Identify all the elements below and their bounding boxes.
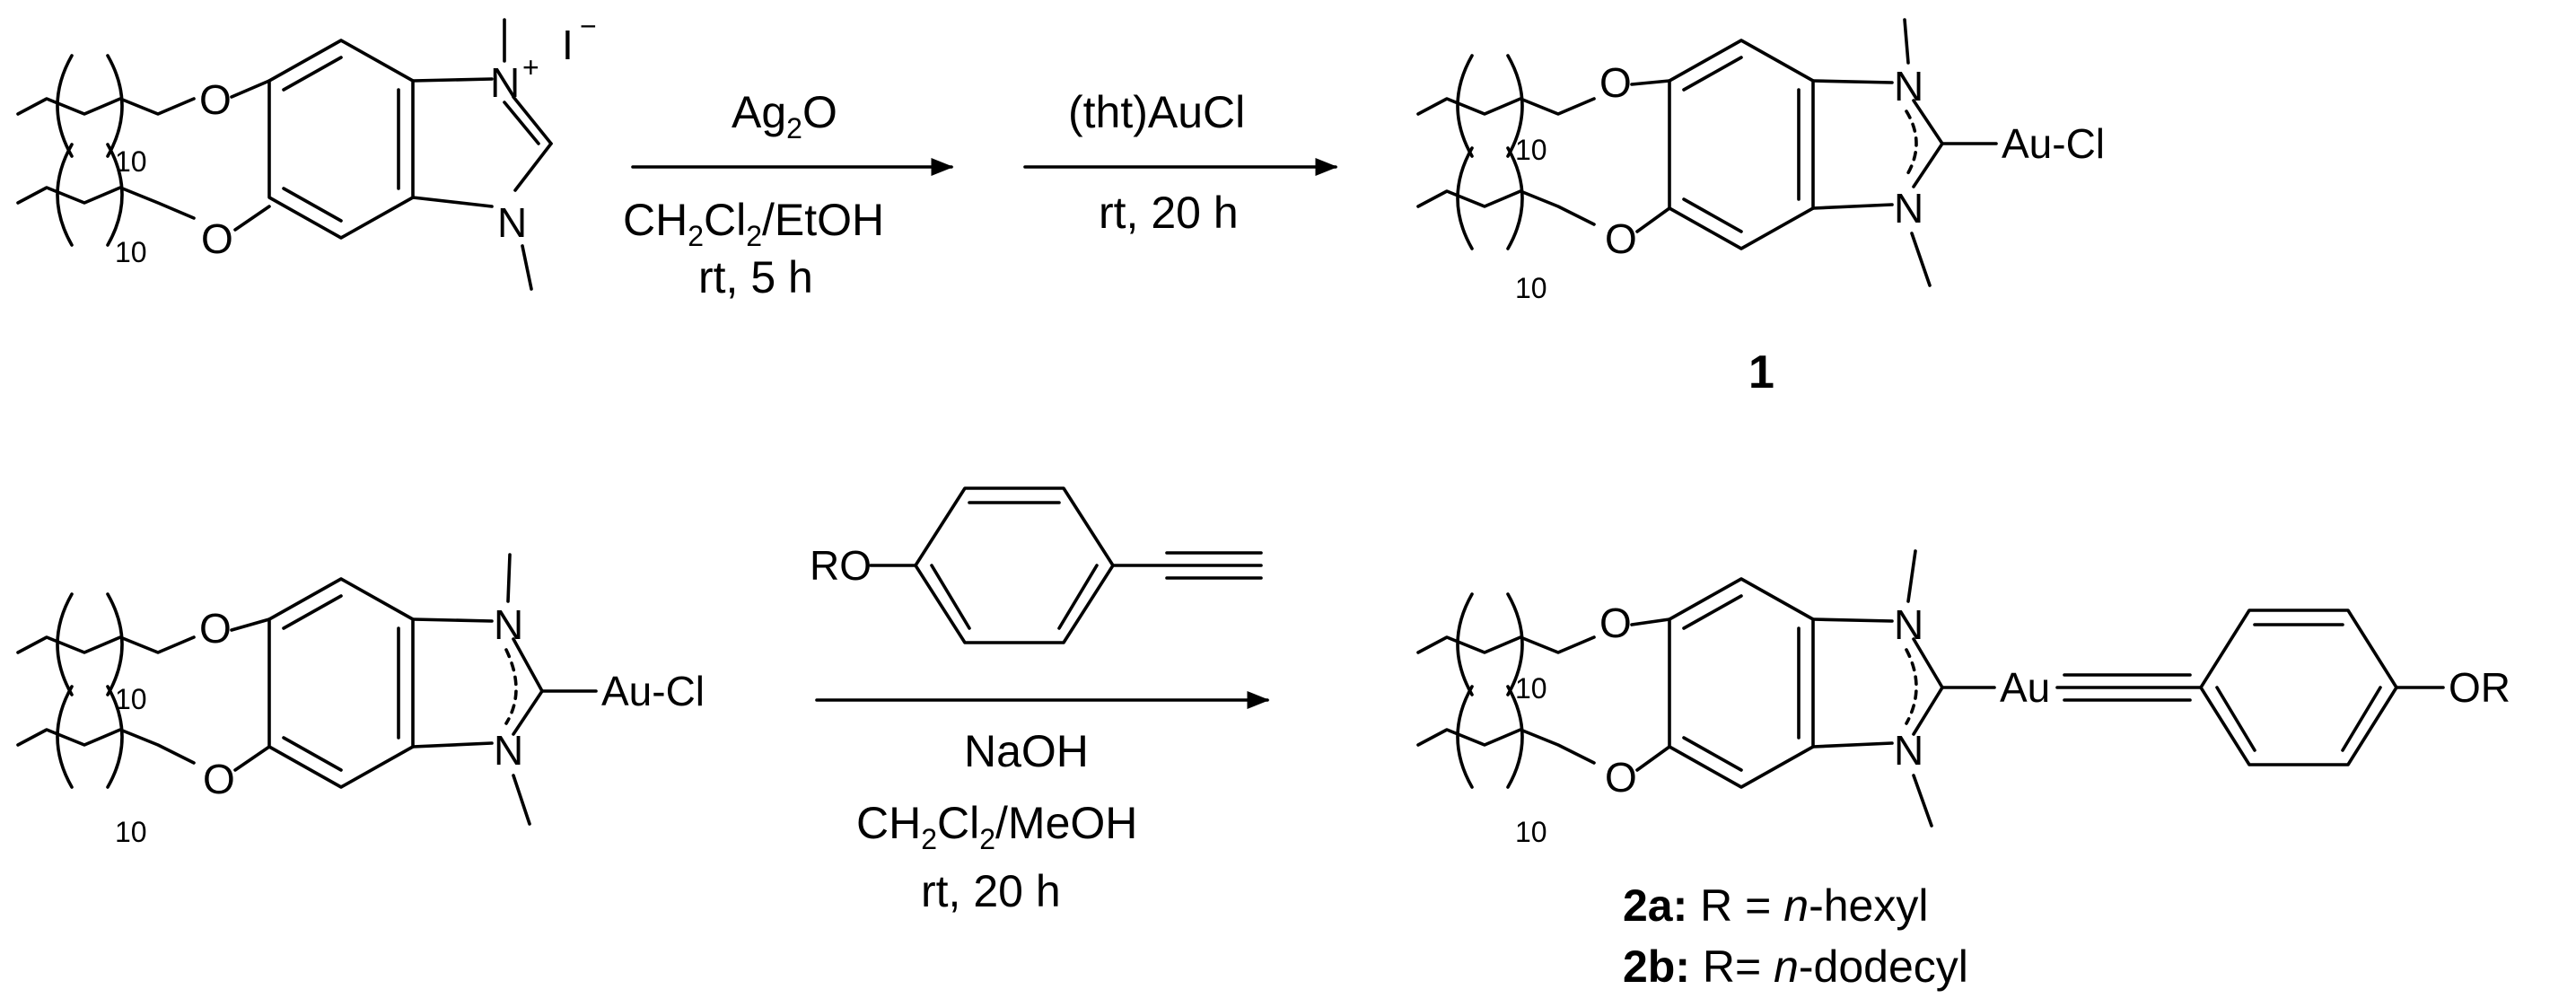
iodide-counterion: I	[562, 22, 574, 68]
gold-chloride-label: Au-Cl	[601, 668, 705, 714]
svg-text:Ag2O: Ag2O	[732, 87, 837, 144]
starting-imidazolium-salt: 10 O 10 O N + N I −	[16, 10, 597, 291]
alkoxy-group-label: RO	[810, 542, 872, 589]
step-2-time: rt, 20 h	[1099, 188, 1239, 238]
nitrogen-atom: N	[490, 59, 520, 106]
nitrogen-atom: N	[1894, 727, 1923, 774]
reaction-2-conditions: NaOH CH2Cl2/MeOH rt, 20 h	[815, 690, 1270, 916]
repeat-count: 10	[1515, 816, 1547, 848]
gold-chloride-complex-1: 10 O 10 O N N Au-Cl	[1416, 18, 2105, 304]
cation-charge: +	[522, 51, 539, 83]
nitrogen-atom: N	[1894, 185, 1923, 232]
nitrogen-atom: N	[1894, 601, 1923, 648]
oxygen-atom: O	[199, 76, 232, 123]
nitrogen-atom: N	[494, 727, 523, 774]
compound-key-2b: 2b: R= n-dodecyl	[1623, 941, 1968, 992]
oxygen-atom: O	[1605, 215, 1637, 262]
gold-chloride-label: Au-Cl	[2002, 120, 2105, 167]
compound-label-1: 1	[1748, 346, 1774, 398]
oxygen-atom: O	[1605, 754, 1637, 801]
aryl-alkyne-reagent: RO	[810, 486, 1263, 644]
repeat-count: 10	[115, 683, 147, 715]
svg-text:CH2Cl2/MeOH: CH2Cl2/MeOH	[856, 798, 1137, 855]
alkoxy-end-label: OR	[2449, 664, 2510, 711]
step-1-time: rt, 5 h	[698, 252, 813, 302]
step-1-conditions: Ag2O CH2Cl2/EtOH rt, 5 h	[623, 87, 954, 302]
base-reagent: NaOH	[964, 726, 1089, 776]
nitrogen-atom: N	[494, 601, 523, 648]
oxygen-atom: O	[203, 756, 235, 802]
repeat-count: 10	[1515, 134, 1547, 166]
nitrogen-atom: N	[497, 199, 527, 246]
iodide-charge: −	[580, 10, 597, 42]
oxygen-atom: O	[1599, 59, 1632, 106]
oxygen-atom: O	[1599, 600, 1632, 646]
step-2-conditions: (tht)AuCl rt, 20 h	[1023, 87, 1338, 238]
gold-chloride-reactant: 10 O 10 O N N Au-Cl	[16, 553, 705, 848]
gold-alkynyl-complex-2: 10 O 10 O N N Au OR	[1416, 549, 2510, 848]
reaction-2-time: rt, 20 h	[921, 866, 1061, 916]
compound-key: 2a: R = n-hexyl 2b: R= n-dodecyl	[1623, 880, 1968, 992]
repeat-count: 10	[1515, 672, 1547, 705]
compound-key-2a: 2a: R = n-hexyl	[1623, 880, 1928, 931]
svg-text:CH2Cl2/EtOH: CH2Cl2/EtOH	[623, 195, 884, 252]
repeat-count: 10	[1515, 272, 1547, 304]
oxygen-atom: O	[199, 605, 232, 652]
repeat-count: 10	[115, 816, 147, 848]
oxygen-atom: O	[201, 215, 233, 262]
nitrogen-atom: N	[1894, 63, 1923, 109]
gold-atom: Au	[2000, 664, 2050, 711]
step-2-reagent: (tht)AuCl	[1068, 87, 1245, 137]
repeat-count: 10	[115, 236, 147, 268]
